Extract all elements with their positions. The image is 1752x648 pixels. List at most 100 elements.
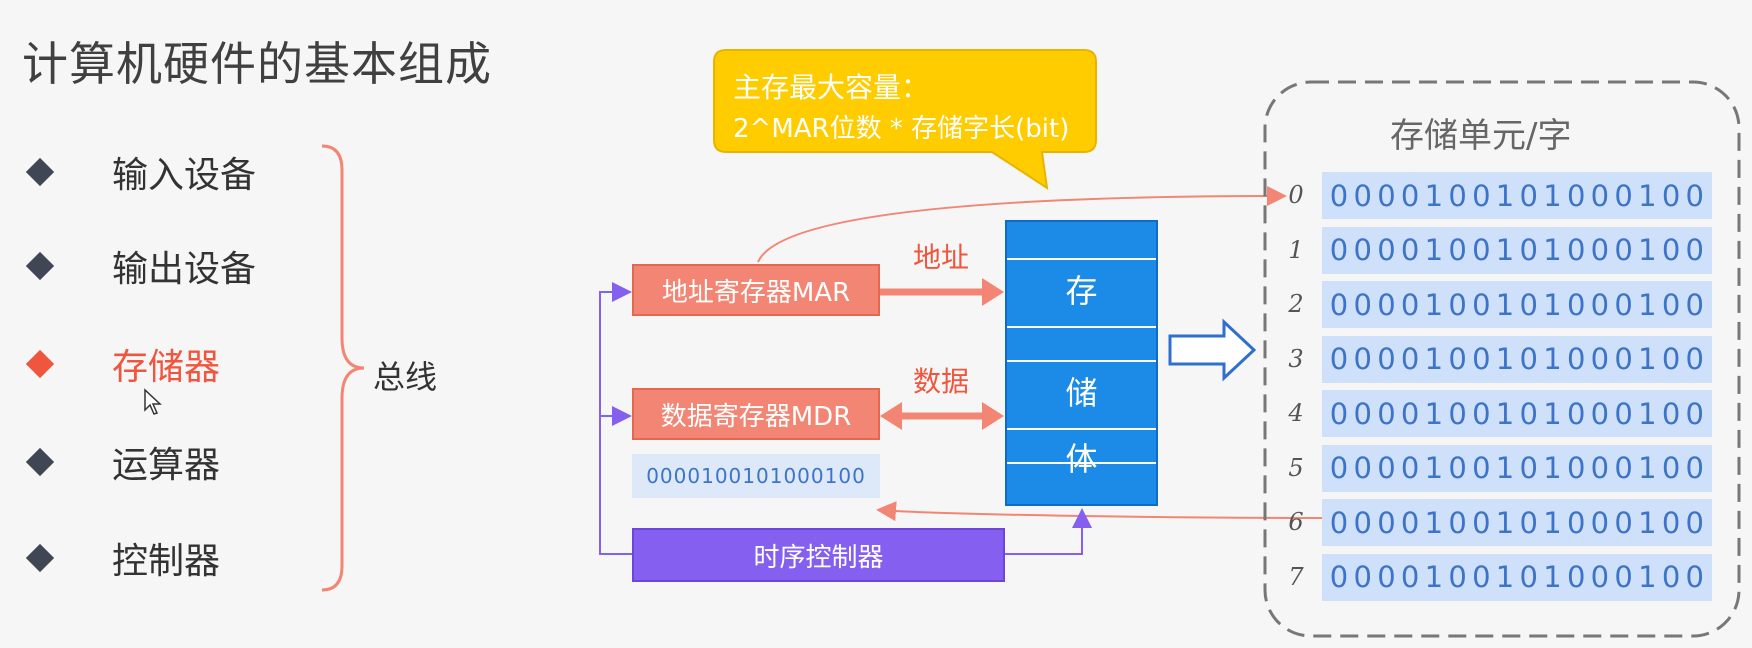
bit-digit: 1 [1424,233,1444,267]
bit-digit: 0 [1448,396,1467,431]
bit-digit: 0 [1614,560,1633,594]
bit-digit: 1 [1495,178,1515,213]
bit-digit: 0 [1661,451,1681,485]
hollow-right-arrow-icon [1168,318,1257,382]
bit-digit: 0 [1685,396,1704,431]
component-label: 输入设备 [112,155,257,196]
bit-digit: 1 [1424,451,1444,485]
bit-digit: 0 [1519,560,1538,594]
bit-digit: 0 [1566,451,1586,485]
bit-digit: 0 [1377,342,1396,376]
bit-digit: 0 [1377,560,1396,594]
bit-digit: 0 [1353,342,1372,376]
bit-digit: 1 [1638,233,1657,267]
bit-digit: 1 [1495,233,1515,267]
unit-row-index: 5 [1288,453,1304,482]
bit-digit: 0 [1566,342,1586,376]
bit-digit: 0 [1519,287,1538,322]
bit-digit: 1 [1424,342,1444,376]
bit-digit: 0 [1685,287,1704,322]
bit-digit: 1 [1543,505,1562,540]
memory-body-char: 存 [1065,272,1098,310]
bit-digit: 0 [1400,178,1420,213]
bit-digit: 0 [1519,178,1538,213]
bit-digit: 0 [1614,396,1633,431]
bit-digit: 0 [1590,342,1610,376]
callout-line-2: 2^MAR位数 * 存储字长(bit) [733,114,1070,144]
bit-digit: 1 [1424,396,1444,431]
component-label: 输出设备 [112,249,257,290]
control-line-right [1005,508,1092,555]
bit-digit: 0 [1472,396,1491,431]
bit-digit: 0 [1614,505,1633,540]
bit-digit: 1 [1543,560,1562,594]
component-item-alu: 运算器 [25,432,221,492]
bit-digit: 0 [1566,396,1586,431]
bit-digit: 0 [1519,451,1538,485]
bit-digit: 0 [1448,342,1467,376]
bit-digit: 0 [1400,233,1420,267]
bit-digit: 0 [1661,178,1681,213]
bit-digit: 0 [1614,178,1633,213]
bit-digit: 0 [1353,178,1372,213]
bit-digit: 0 [1614,287,1633,322]
bit-digit: 0 [1400,505,1420,540]
bit-digit: 0 [1472,178,1491,213]
bit-digit: 0 [1519,505,1538,540]
bit-digit: 0 [1661,342,1681,376]
bit-digit: 1 [1495,560,1515,594]
memory-unit-header: 存储单元/字 [1390,116,1572,156]
memory-body-char: 体 [1065,440,1098,478]
bit-digit: 0 [1614,451,1633,485]
component-item-output: 输出设备 [25,236,257,296]
bit-digit: 0 [1661,287,1681,322]
mar-register: 地址寄存器MAR [632,264,880,316]
bit-digit: 0 [1400,451,1420,485]
bit-digit: 1 [1495,342,1515,376]
bit-digit: 1 [1543,287,1562,322]
bit-digit: 0 [1685,233,1704,267]
bit-digit: 0 [1400,287,1420,322]
address-select-curve [757,186,1287,263]
unit-row-index: 2 [1288,290,1304,318]
bit-digit: 0 [1329,505,1349,540]
bit-digit: 0 [1590,396,1610,431]
bit-digit: 0 [1590,178,1610,213]
bit-digit: 1 [1638,287,1657,322]
bit-digit: 0 [1472,233,1491,267]
bit-digit: 0 [1519,233,1538,267]
callout-line-1: 主存最大容量： [733,71,930,104]
bit-digit: 0 [1377,178,1396,213]
component-item-controller: 控制器 [25,528,220,588]
bit-digit: 0 [1590,505,1610,540]
bit-digit: 0 [1377,396,1396,431]
mdr-value: 0000100101000100 [632,454,880,498]
bit-digit: 0 [1661,233,1681,267]
bit-digit: 0 [1566,287,1586,322]
bit-digit: 0 [1329,560,1349,594]
bit-digit: 0 [1590,451,1610,485]
bus-label: 总线 [373,358,438,396]
bit-digit: 0 [1685,451,1704,485]
bit-digit: 1 [1638,451,1657,485]
bit-digit: 0 [1566,178,1586,213]
bit-digit: 1 [1543,396,1562,431]
bit-digit: 0 [1685,342,1704,376]
bit-digit: 0 [1614,342,1633,376]
bit-digit: 0 [1448,505,1467,540]
memory-body: 存 储 体 [1005,220,1158,506]
component-label: 存储器 [112,347,221,388]
bit-digit: 1 [1638,178,1657,213]
memory-body-char: 储 [1065,374,1098,412]
bit-digit: 0 [1448,287,1467,322]
bit-digit: 0 [1377,287,1396,322]
bit-digit: 1 [1638,560,1657,594]
bit-digit: 0 [1400,396,1420,431]
component-label: 运算器 [112,445,221,486]
